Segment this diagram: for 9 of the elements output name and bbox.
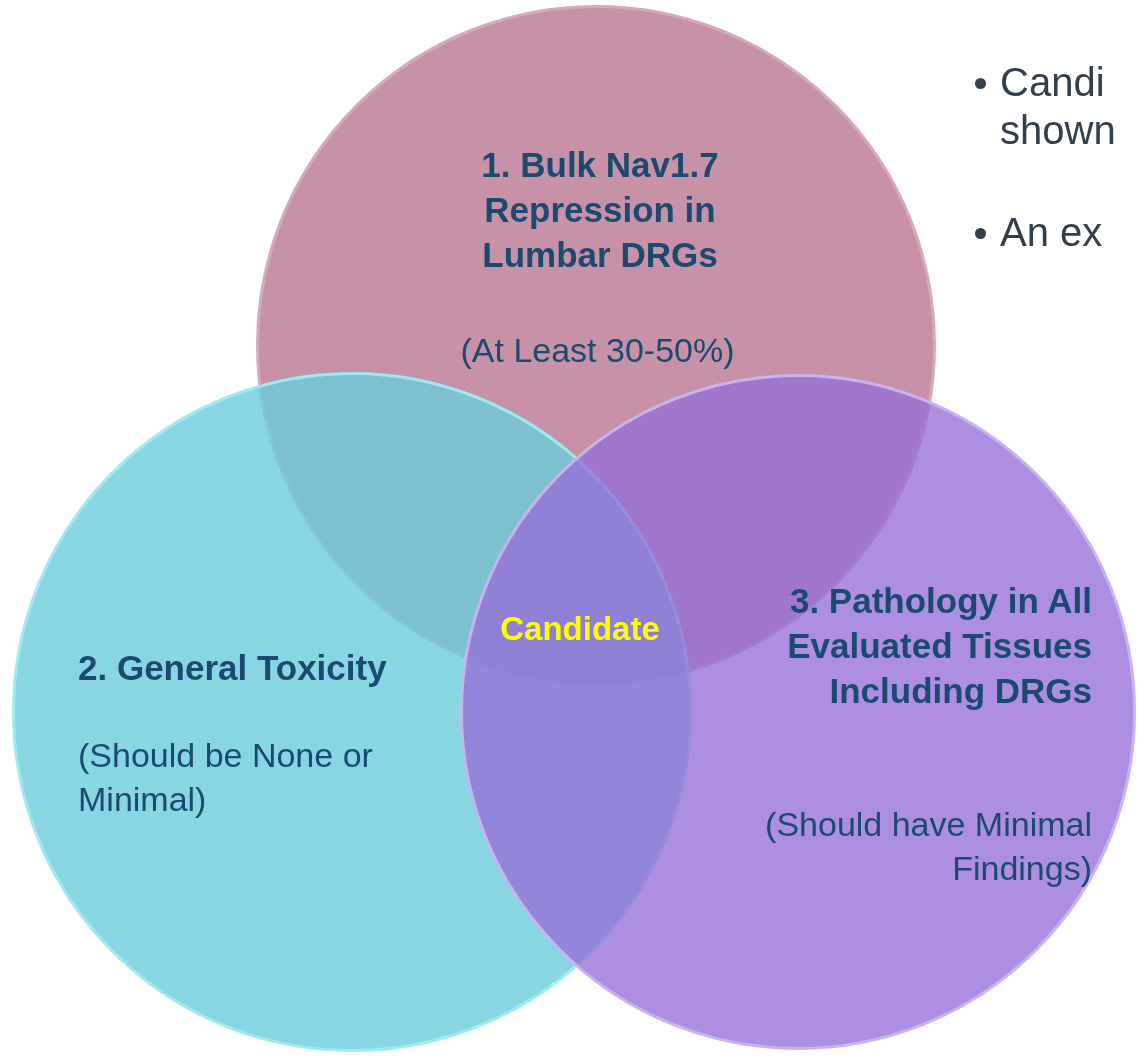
bullet-text: An ex xyxy=(1000,209,1104,256)
criterion-heading: 3. Pathology in All Evaluated Tissues Including DRGs xyxy=(786,580,1092,712)
criterion-heading: 1. Bulk Nav1.7 Repression in Lumbar DRGs xyxy=(480,144,720,276)
criterion-heading: 2. General Toxicity xyxy=(78,647,388,689)
overlap-label: Candidate xyxy=(499,610,661,648)
criterion-note: (Should be None or Minimal) xyxy=(78,735,374,820)
criterion-note: (At Least 30-50%) xyxy=(459,330,736,371)
bullet-text: Candi shown xyxy=(1000,59,1117,154)
criterion-note: (Should have Minimal Findings) xyxy=(764,804,1092,889)
